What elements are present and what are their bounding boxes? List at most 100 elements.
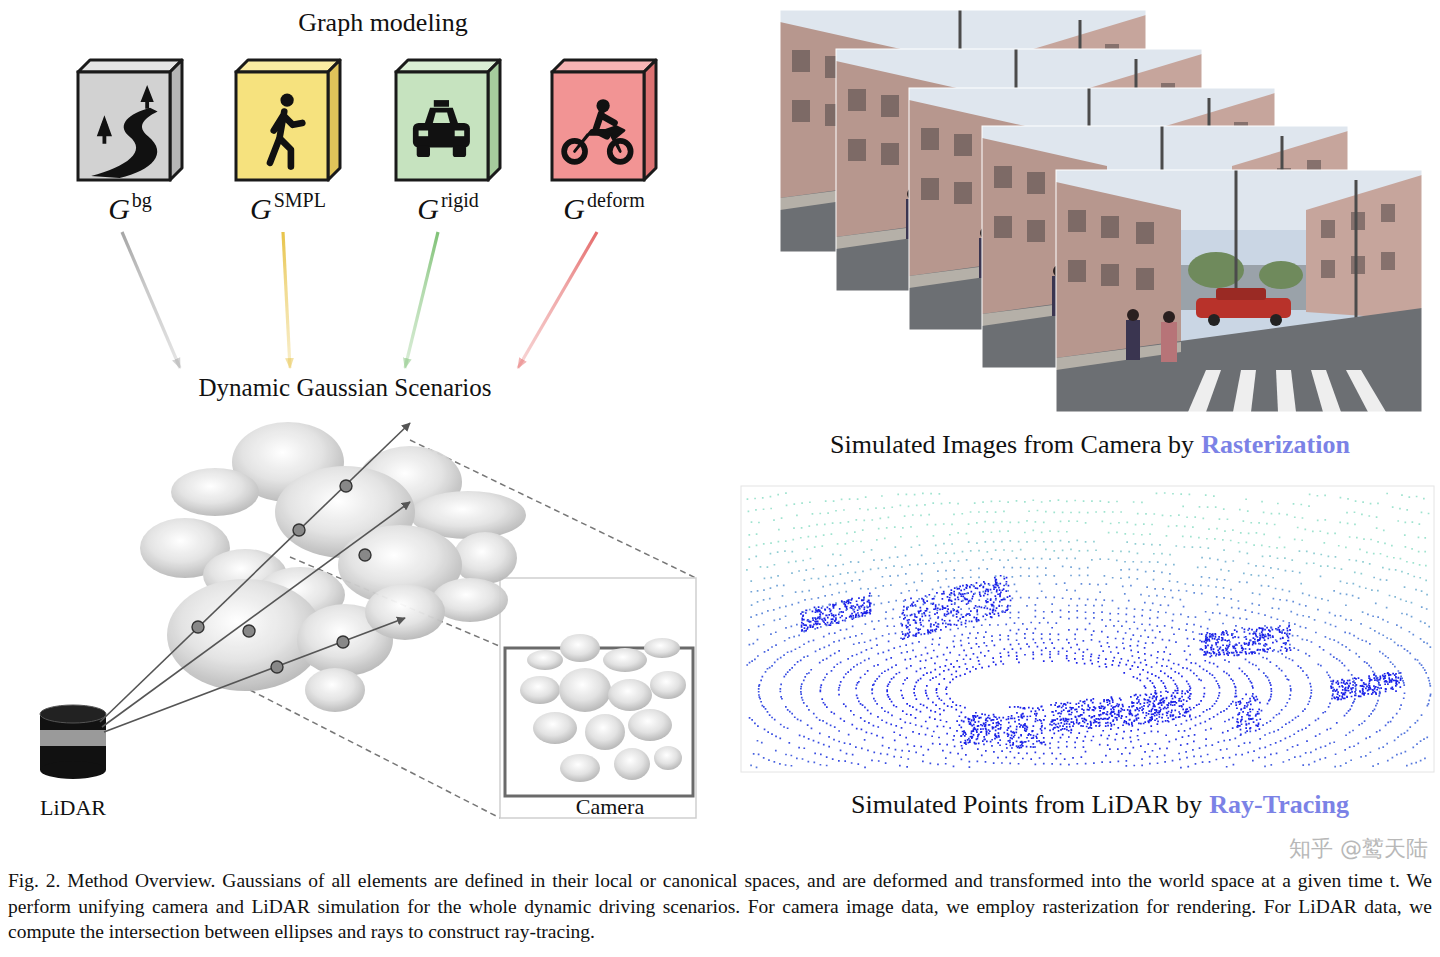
cube-part — [424, 108, 458, 125]
cube-part — [455, 131, 465, 137]
cube-part — [596, 99, 609, 112]
figure-caption: Fig. 2. Method Overview. Gaussians of al… — [8, 868, 1432, 945]
cube-part — [419, 131, 429, 137]
cube-icon — [413, 100, 470, 157]
cube-part — [91, 108, 158, 178]
flow-arrow — [122, 232, 180, 368]
lidar-points — [819, 642, 1272, 760]
lidar-points — [749, 627, 1357, 769]
sensor-label: LiDAR — [40, 795, 106, 820]
gaussian-cloud — [140, 422, 526, 712]
graph-superscript: SMPL — [274, 189, 326, 211]
camera-frame — [1056, 170, 1422, 412]
method-name: Rasterization — [1201, 430, 1350, 459]
graph-superscript: rigid — [441, 189, 479, 211]
gaussian-cloud-part — [365, 584, 445, 640]
ray — [104, 618, 405, 732]
graph-symbol: G — [417, 192, 439, 225]
ray — [100, 423, 410, 722]
lidar-plot-frame — [741, 486, 1434, 772]
projected-gaussians-part — [650, 671, 686, 699]
graph-symbol: G — [108, 192, 130, 225]
graph-superscript: deform — [587, 189, 645, 211]
watermark: 知乎 @鹫天陆 — [1289, 836, 1428, 861]
gaussian-cloud-part — [305, 668, 365, 712]
cube-part — [434, 100, 449, 107]
sensor-top — [40, 705, 106, 723]
projected-gaussians-part — [560, 634, 600, 662]
ray-intersections-part — [359, 549, 371, 561]
lidar-point-cloud — [746, 492, 1431, 768]
ray-intersections-part — [340, 480, 352, 492]
cube-icon — [564, 99, 631, 162]
flow-arrow — [518, 232, 597, 368]
projected-gaussians-part — [527, 650, 563, 670]
element-node: GSMPL — [232, 56, 344, 230]
label-text: Simulated Images from Camera by — [830, 430, 1194, 459]
cube-part — [328, 60, 340, 180]
gaussian-cloud-part — [171, 468, 259, 516]
cube-part — [270, 112, 302, 167]
cube-part — [413, 123, 470, 148]
label-text: Graph modeling — [298, 8, 468, 37]
cube-part — [101, 117, 109, 127]
sensor-label: Camera — [576, 794, 644, 819]
frustum-box — [500, 578, 696, 818]
cube-part — [170, 60, 182, 180]
projected-gaussians-part — [559, 668, 611, 712]
projected-gaussians-part — [644, 638, 680, 658]
element-cube — [548, 56, 660, 184]
projected-gaussians-part — [608, 679, 652, 711]
frustum-edge — [250, 690, 500, 818]
ray-intersections — [192, 480, 371, 673]
graph-superscript: bg — [132, 189, 152, 211]
graph-label: Gbg — [74, 184, 186, 230]
element-node: Gbg — [74, 56, 186, 230]
projected-gaussians-part — [533, 712, 577, 744]
lidar-points — [750, 582, 1431, 648]
lidar-rays — [100, 423, 410, 732]
cube-part — [396, 72, 488, 180]
cube-icon — [270, 93, 302, 166]
graph-label: Gdeform — [548, 184, 660, 230]
ray-intersections-part — [192, 621, 204, 633]
panel-caption: Simulated Points from LiDAR byRay-Tracin… — [851, 790, 1349, 820]
lidar-points — [750, 555, 1428, 604]
cube-part — [552, 72, 644, 180]
lidar-points — [746, 610, 1405, 768]
cube-part — [236, 72, 328, 180]
projected-gaussians-part — [614, 748, 650, 780]
element-cube — [232, 56, 344, 184]
projected-gaussians-part — [520, 676, 560, 704]
projected-gaussians-part — [560, 754, 600, 782]
element-node: Grigid — [392, 56, 504, 230]
lidar-points — [747, 492, 1430, 566]
scenario-node: Dynamic Gaussian Scenarios — [160, 366, 530, 410]
cube-part — [141, 85, 154, 109]
cube-part — [488, 60, 500, 180]
node-title: Dynamic Gaussian Scenarios — [160, 366, 530, 410]
label-text: Camera — [576, 794, 644, 819]
gaussian-cloud-part — [453, 532, 517, 584]
lidar-points — [800, 575, 1401, 749]
ray-intersections-part — [271, 661, 283, 673]
cube-part — [453, 146, 466, 157]
projected-gaussians-part — [603, 648, 647, 672]
frame-border — [1056, 170, 1422, 412]
graph-symbol: G — [250, 192, 272, 225]
cube-part — [644, 60, 656, 180]
section-heading: Graph modeling — [298, 8, 468, 38]
flow-arrow — [283, 232, 290, 368]
ray-intersections-part — [337, 636, 349, 648]
projected-gaussians — [520, 634, 686, 782]
simulated-images — [780, 10, 1422, 412]
projected-gaussians-part — [654, 746, 682, 770]
cube-part — [396, 60, 500, 72]
projected-gaussians-part — [628, 709, 672, 741]
graph-label: Grigid — [392, 184, 504, 230]
graph-symbol: G — [563, 192, 585, 225]
element-node: Gdeform — [548, 56, 660, 230]
image-plane — [505, 648, 693, 796]
cube-part — [78, 72, 170, 180]
cube-part — [97, 115, 112, 144]
